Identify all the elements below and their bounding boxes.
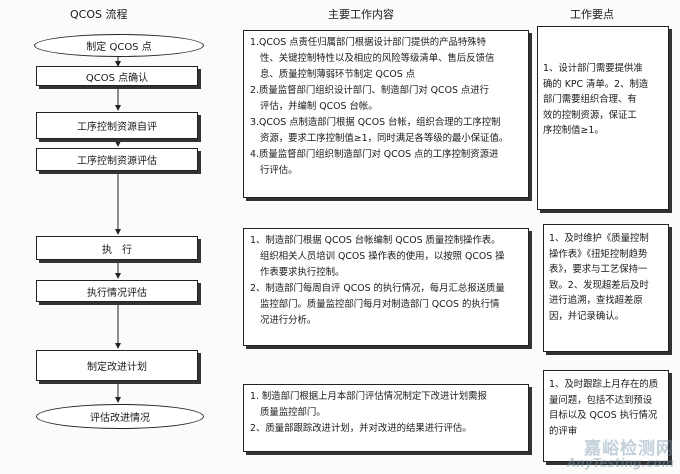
point-line: 1、设计部门需要提供准 bbox=[543, 63, 643, 74]
watermark-en: AnyTesting.com bbox=[567, 456, 674, 470]
flow-end-oval: 评估改进情况 bbox=[36, 404, 204, 429]
content-line: 评估，并编制 QCOS 台帐。 bbox=[260, 101, 378, 112]
content-line: 1、制造部门根据 QCOS 台帐编制 QCOS 质量控制操作表。 bbox=[250, 235, 501, 246]
flow-execute-box: 执 行 bbox=[36, 236, 198, 260]
point-line: 序控制值≥1。 bbox=[543, 125, 604, 136]
content-line: 2、制造部门每周自评 QCOS 的执行情况，每月汇总报送质量 bbox=[250, 283, 505, 294]
content-line: 4.质量监督部门组织制造部门对 QCOS 点的工序控制资源进 bbox=[250, 149, 499, 160]
flow-plan-box: 制定改进计划 bbox=[36, 350, 198, 381]
point-line: 部门需要组织合理、有 bbox=[543, 94, 637, 105]
content-line: 行评估。 bbox=[260, 165, 298, 176]
points-header: 工作要点 bbox=[570, 8, 614, 21]
watermark-cn: 嘉峪检测网 bbox=[584, 439, 674, 459]
point-line: 致。2、发现超差后及时 bbox=[549, 279, 649, 291]
content-line: 息、质量控制薄弱环节制定 QCOS 点 bbox=[260, 69, 416, 80]
content-line: 质量监控部门。 bbox=[260, 407, 326, 418]
content-line: 资源，要求工序控制值≥1，同时满足各等级的最小保证值。 bbox=[260, 133, 509, 144]
point-line: 操作表》《扭矩控制趋势 bbox=[549, 248, 648, 260]
flow-start-oval: 制定 QCOS 点 bbox=[34, 34, 204, 57]
point-line: 量问题，包括不达到预设 bbox=[549, 394, 653, 406]
content-line: 2.质量监督部门组织设计部门、制造部门对 QCOS 点进行 bbox=[250, 85, 490, 96]
point-line: 目标以及 QCOS 执行情况 bbox=[549, 410, 658, 421]
content-line: 监控部门。质量监控部门每月对制造部门 QCOS 的执行情 bbox=[260, 299, 500, 310]
point-box-execution: 1、及时维护《质量控制 操作表》《扭矩控制趋势 表》，要求与工艺保持一 致。2、… bbox=[543, 224, 669, 352]
content-box-qcos-setup: 1.QCOS 点责任归属部门根据设计部门提供的产品特殊特 性、关键控制特性以及相… bbox=[243, 30, 529, 198]
content-box-execution: 1、制造部门根据 QCOS 台帐编制 QCOS 质量控制操作表。 组织相关人员培… bbox=[243, 228, 529, 346]
content-header: 主要工作内容 bbox=[328, 8, 394, 21]
point-line: 确的 KPC 清单。2、制造 bbox=[543, 78, 649, 90]
point-line: 因，并记录确认。 bbox=[549, 310, 625, 322]
point-line: 进行追溯，查找超差原 bbox=[549, 295, 643, 306]
flow-exec-eval-box: 执行情况评估 bbox=[36, 280, 198, 302]
watermark: 嘉峪检测网 AnyTesting.com bbox=[567, 439, 674, 471]
point-box-setup: 1、设计部门需要提供准 确的 KPC 清单。2、制造 部门需要组织合理、有 效的… bbox=[537, 26, 669, 210]
content-line: 1.QCOS 点责任归属部门根据设计部门提供的产品特殊特 bbox=[250, 37, 487, 48]
flow-resource-eval-box: 工序控制资源评估 bbox=[36, 148, 198, 171]
point-line: 表》，要求与工艺保持一 bbox=[549, 264, 648, 275]
content-line: 1. 制造部门根据上月本部门评估情况制定下改进计划需报 bbox=[250, 391, 487, 402]
flow-self-eval-box: 工序控制资源自评 bbox=[36, 112, 198, 139]
content-line: 2、质量部跟踪改进计划，并对改进的结果进行评估。 bbox=[250, 423, 472, 434]
flow-header: QCOS 流程 bbox=[70, 8, 128, 21]
flow-confirm-box: QCOS 点确认 bbox=[36, 66, 198, 86]
content-line: 组织相关人员培训 QCOS 操作表的使用，以按照 QCOS 操 bbox=[260, 251, 505, 262]
content-line: 况进行分析。 bbox=[260, 315, 317, 326]
point-line: 1、及时维护《质量控制 bbox=[549, 233, 649, 244]
content-line: 3.QCOS 点制造部门根据 QCOS 台帐，组织合理的工序控制 bbox=[250, 117, 501, 128]
point-box-improvement: 1、及时跟踪上月存在的质 量问题，包括不达到预设 目标以及 QCOS 执行情况 … bbox=[543, 370, 669, 462]
content-line: 性、关键控制特性以及相应的风险等级清单、售后反馈信 bbox=[260, 53, 495, 64]
content-box-improvement: 1. 制造部门根据上月本部门评估情况制定下改进计划需报 质量监控部门。 2、质量… bbox=[243, 384, 529, 452]
content-line: 作表要求执行控制。 bbox=[260, 267, 345, 278]
point-line: 效的控制资源，保证工 bbox=[543, 109, 637, 121]
point-line: 1、及时跟踪上月存在的质 bbox=[549, 379, 659, 390]
point-line: 的评审 bbox=[549, 425, 578, 437]
